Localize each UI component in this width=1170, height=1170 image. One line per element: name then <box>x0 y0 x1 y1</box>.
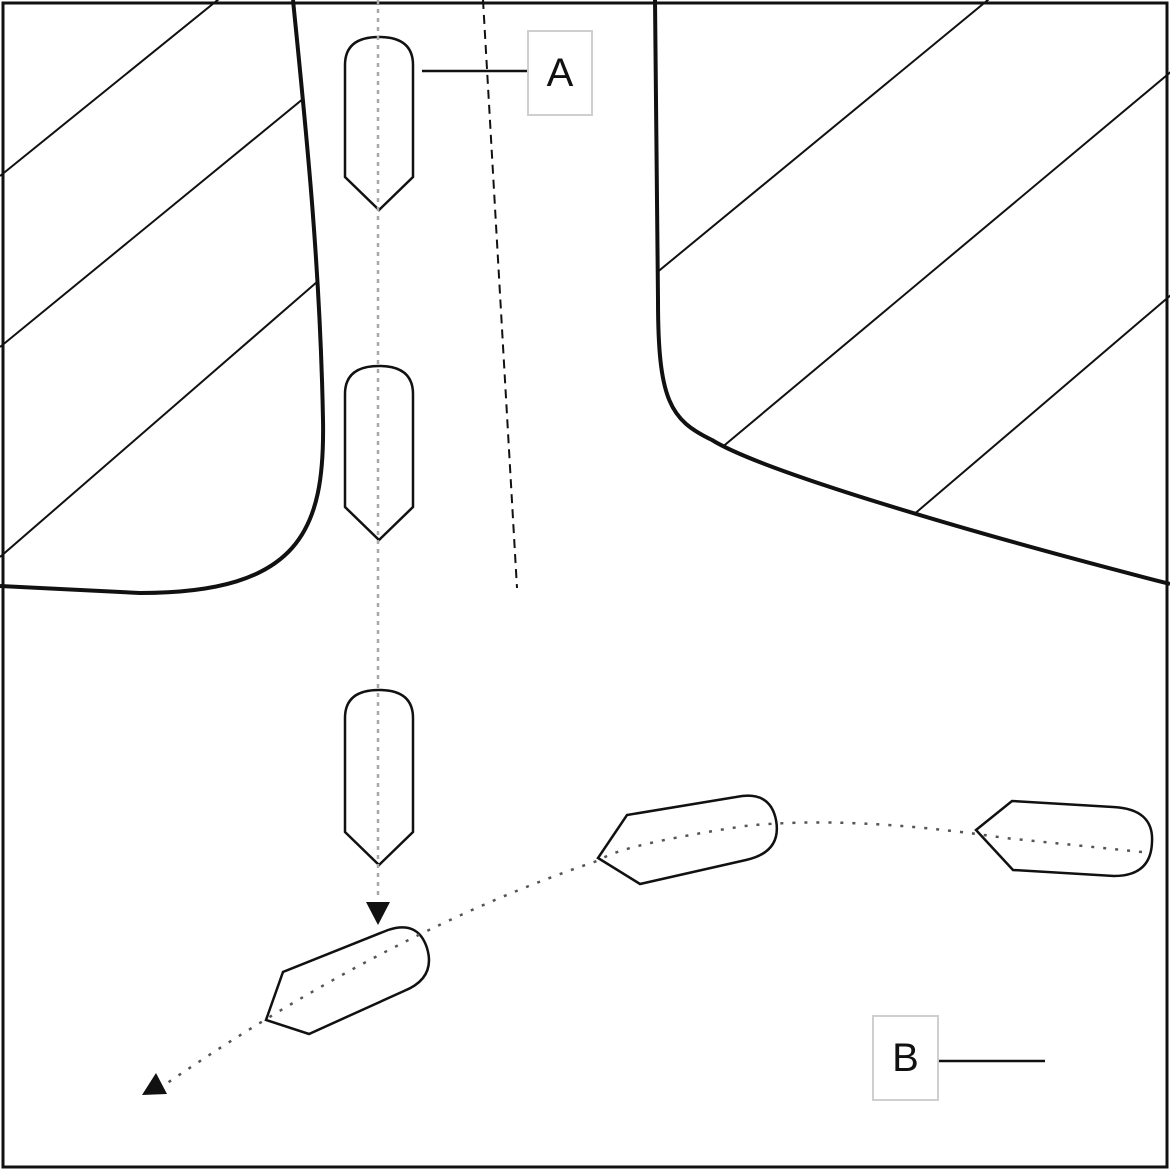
right-bank <box>653 0 1170 586</box>
label-a: A <box>527 30 593 116</box>
channel-centerline <box>482 0 518 589</box>
right-bank-hatching <box>655 0 1170 523</box>
left-bank-shoreline <box>0 0 326 596</box>
label-b: B <box>872 1015 939 1101</box>
boat-b-1 <box>974 799 1154 878</box>
boat-b-arrowhead <box>142 1073 167 1095</box>
boat-b-3 <box>264 926 431 1036</box>
boat-a-arrowhead <box>366 902 390 925</box>
left-bank <box>0 0 326 596</box>
right-bank-shoreline <box>653 0 1170 586</box>
left-bank-hatching <box>0 0 324 558</box>
boat-a-1 <box>343 35 415 212</box>
boat-b-2 <box>596 794 779 886</box>
